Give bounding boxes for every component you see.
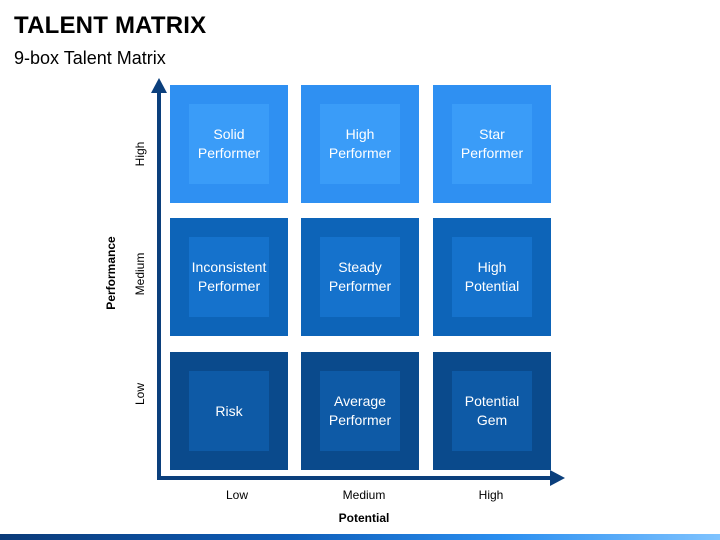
x-level-low: Low bbox=[225, 488, 248, 502]
cell-label: Risk bbox=[189, 371, 269, 451]
y-axis-title: Performance bbox=[104, 236, 118, 310]
cell-label: Potential Gem bbox=[452, 371, 532, 451]
cell-label: Star Performer bbox=[452, 104, 532, 184]
cell-label: High Performer bbox=[320, 104, 400, 184]
cell-high-performer: High Performer bbox=[301, 85, 419, 203]
cell-steady-performer: Steady Performer bbox=[301, 218, 419, 336]
x-axis-arrow-icon bbox=[550, 470, 565, 486]
y-level-high: High bbox=[133, 141, 147, 167]
page-title: TALENT MATRIX bbox=[14, 12, 207, 39]
footer-accent-bar bbox=[0, 534, 720, 540]
cell-label: High Potential bbox=[452, 237, 532, 317]
cell-label: Steady Performer bbox=[320, 237, 400, 317]
y-level-low: Low bbox=[133, 383, 147, 406]
cell-average-performer: Average Performer bbox=[301, 352, 419, 470]
cell-label: Inconsistent Performer bbox=[189, 237, 269, 317]
cell-solid-performer: Solid Performer bbox=[170, 85, 288, 203]
x-axis-title: Potential bbox=[338, 511, 390, 525]
cell-label: Average Performer bbox=[320, 371, 400, 451]
x-level-medium: Medium bbox=[342, 488, 386, 502]
cell-inconsistent-performer: Inconsistent Performer bbox=[170, 218, 288, 336]
cell-high-potential: High Potential bbox=[433, 218, 551, 336]
x-level-high: High bbox=[478, 488, 504, 502]
y-level-medium: Medium bbox=[133, 252, 147, 296]
cell-potential-gem: Potential Gem bbox=[433, 352, 551, 470]
page-subtitle: 9-box Talent Matrix bbox=[14, 48, 166, 68]
y-axis-arrow-icon bbox=[151, 78, 167, 93]
cell-label: Solid Performer bbox=[189, 104, 269, 184]
nine-box-grid: Solid Performer High Performer Star Perf… bbox=[170, 85, 551, 470]
cell-risk: Risk bbox=[170, 352, 288, 470]
cell-star-performer: Star Performer bbox=[433, 85, 551, 203]
